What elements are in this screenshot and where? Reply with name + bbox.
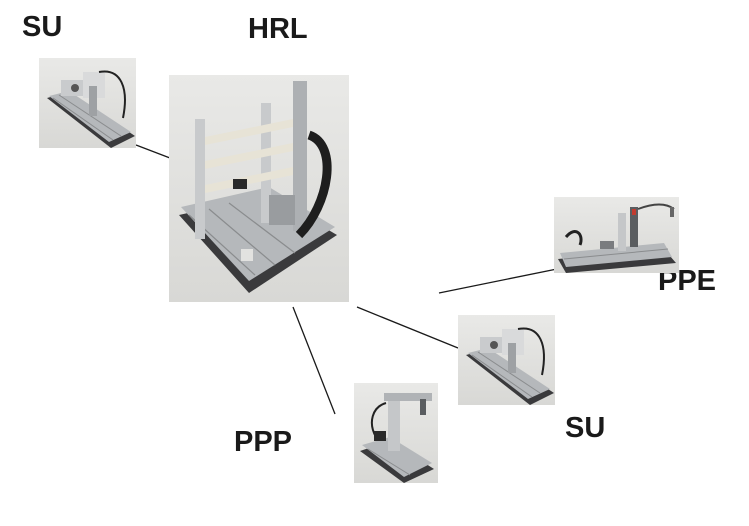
photo-high-rack-storage (169, 75, 349, 302)
label-hrl: HRL (248, 13, 308, 45)
connector-hrl-ppp (292, 306, 336, 415)
label-su-right: SU (565, 412, 606, 444)
photo-pick-place-electric (554, 197, 679, 273)
connector-hrl-su-right (356, 306, 459, 349)
photo-supply-unit-left (39, 58, 136, 148)
photo-pick-place-pneumatic (354, 383, 438, 483)
label-ppp: PPP (234, 426, 293, 458)
label-su-left: SU (22, 11, 63, 43)
connector-su-left-hrl (135, 144, 171, 159)
connector-ppe (438, 268, 558, 294)
photo-supply-unit-right (458, 315, 555, 405)
